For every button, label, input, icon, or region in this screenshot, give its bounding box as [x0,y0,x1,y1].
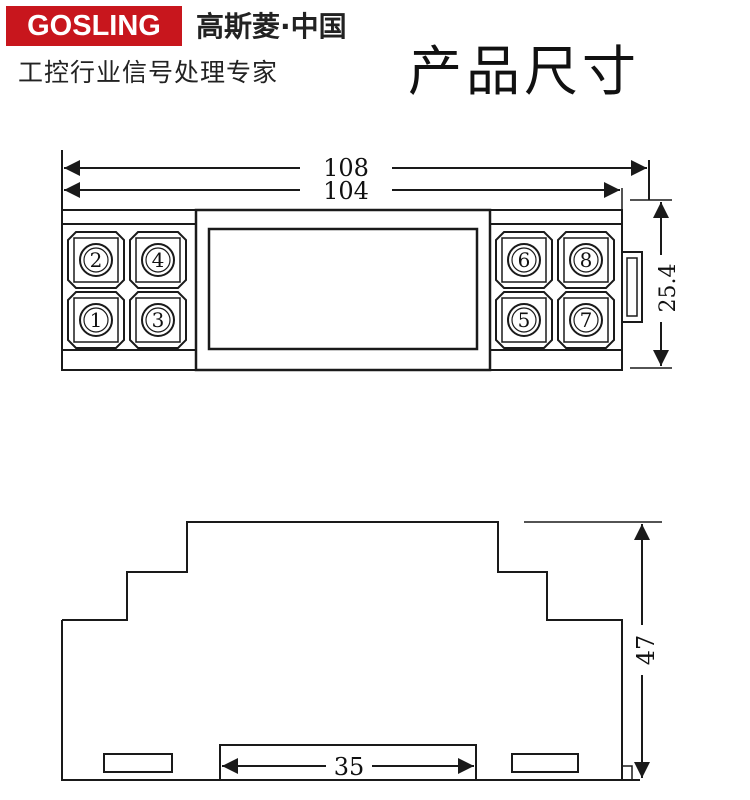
terminal-number: 6 [518,248,531,272]
terminal-housing [67,231,125,289]
latch-tab [621,765,633,781]
side-clip [621,251,643,323]
terminal-recess [73,237,119,283]
terminal-recess [73,297,119,343]
display-window [207,227,479,351]
housing-top-outline [61,209,623,371]
terminal-screw: 6 [495,231,553,289]
terminal-recess [563,237,609,283]
screw-inner-ring [145,247,171,273]
screw-head-icon [141,303,175,337]
terminal-number: 4 [152,248,165,272]
terminal-screw: 7 [557,291,615,349]
terminal-screw: 3 [129,291,187,349]
dim-label-47: 47 [632,635,660,666]
company-slogan: 工控行业信号处理专家 [18,58,279,87]
side-view [61,521,662,781]
screw-head-icon [79,243,113,277]
terminal-recess [501,237,547,283]
terminal-screw: 1 [67,291,125,349]
dim-label-25-4: 25.4 [656,264,681,313]
terminal-number: 1 [90,308,103,332]
screw-inner-ring [145,307,171,333]
screw-inner-ring [83,307,109,333]
dim-label-108: 108 [323,154,369,182]
front-panel [194,208,492,372]
screw-head-icon [569,303,603,337]
screw-head-icon [141,243,175,277]
terminal-housing [129,231,187,289]
screw-head-icon [569,243,603,277]
page-title: 产品尺寸 [408,40,640,103]
side-clip-inner [626,257,638,317]
screw-inner-ring [511,307,537,333]
terminal-recess [135,237,181,283]
brand-name-chinese: 高斯菱·中国 [196,10,347,43]
terminal-housing [495,231,553,289]
terminal-housing [557,231,615,289]
screw-inner-ring [573,247,599,273]
screw-inner-ring [83,247,109,273]
terminal-screw: 8 [557,231,615,289]
terminal-recess [563,297,609,343]
clip-slot-left [103,753,173,773]
clip-slot-right [511,753,579,773]
side-profile-outline [62,521,623,780]
brand-logo: GOSLING [6,6,182,46]
terminal-recess [135,297,181,343]
terminal-number: 7 [580,308,593,332]
terminal-screw: 5 [495,291,553,349]
terminal-number: 3 [152,308,165,332]
terminal-housing [495,291,553,349]
screw-inner-ring [511,247,537,273]
terminal-housing [67,291,125,349]
header: GOSLING 高斯菱·中国 工控行业信号处理专家 产品尺寸 [0,0,750,110]
terminal-screw: 2 [67,231,125,289]
terminal-recess [501,297,547,343]
terminal-screw: 4 [129,231,187,289]
dim-label-104: 104 [323,177,369,205]
dim-label-35: 35 [334,753,365,781]
screw-head-icon [507,243,541,277]
terminal-housing [557,291,615,349]
screw-head-icon [79,303,113,337]
terminal-number: 8 [580,248,593,272]
top-view: 2 4 1 3 6 8 5 7 [61,150,672,372]
terminal-housing [129,291,187,349]
screw-inner-ring [573,307,599,333]
terminal-number: 2 [90,248,103,272]
screw-head-icon [507,303,541,337]
terminal-number: 5 [518,308,531,332]
